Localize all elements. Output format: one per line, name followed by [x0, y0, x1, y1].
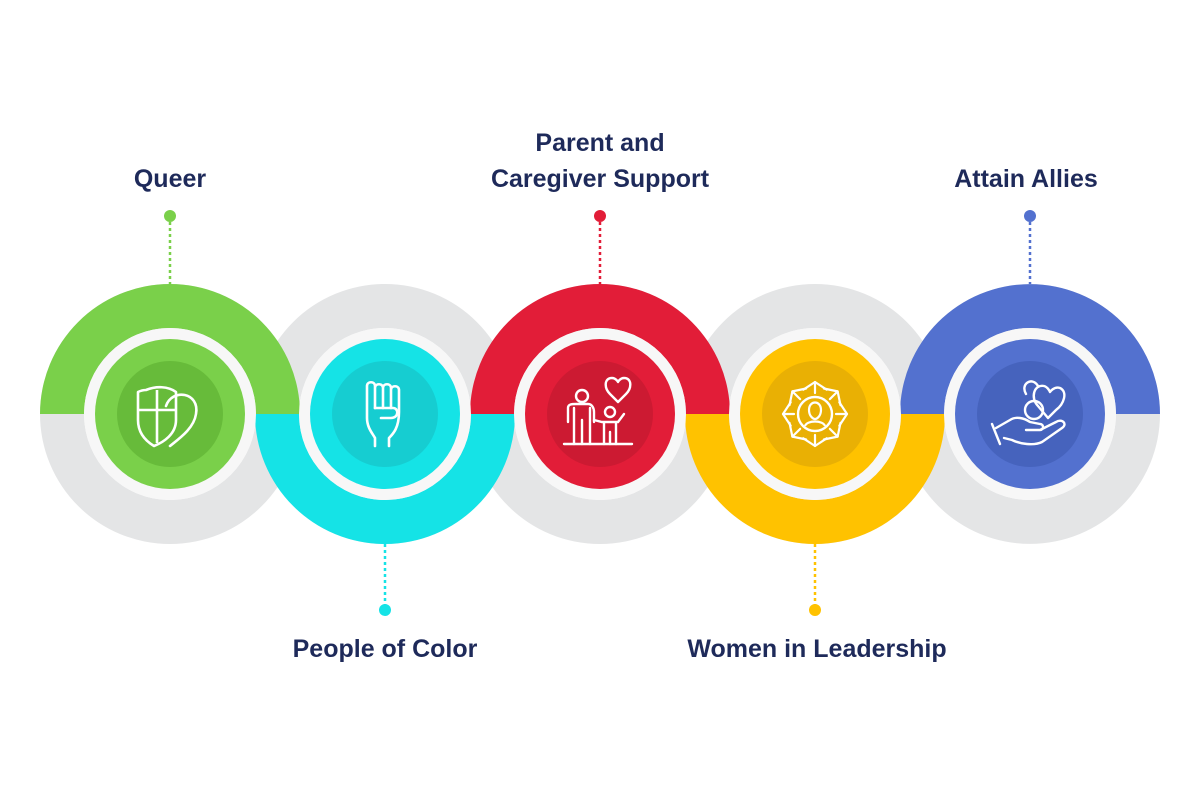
label-women-in-leadership: Women in Leadership — [687, 635, 947, 663]
icon-circles — [84, 328, 1116, 500]
ring-colored-attain_allies — [900, 284, 1160, 414]
label-parent-caregiver-support: Parent and Caregiver Support — [490, 129, 710, 193]
connector-dot-queer — [164, 210, 176, 222]
ring-gray-bottom-queer — [40, 414, 300, 544]
icon-backdrop-women_leadership — [762, 361, 868, 467]
raised-fist-icon — [365, 380, 401, 448]
ring-colored-queer — [40, 284, 300, 414]
icon-backdrop-attain_allies — [977, 361, 1083, 467]
label-connectors — [164, 210, 1036, 616]
connector-dot-attain_allies — [1024, 210, 1036, 222]
parent-child-heart-icon — [562, 376, 634, 446]
ring-colored-women_leadership — [685, 414, 945, 544]
label-queer: Queer — [133, 165, 207, 193]
heart-in-hand-icon — [990, 380, 1066, 446]
ring-colored-people_of_color — [255, 414, 515, 544]
connector-dot-people_of_color — [379, 604, 391, 616]
ring-gray-bottom-attain_allies — [900, 414, 1160, 544]
ring-gray-top-women_leadership — [685, 284, 945, 414]
ring-colored-parent_caregiver — [470, 284, 730, 414]
label-people-of-color: People of Color — [292, 635, 478, 663]
connector-dot-parent_caregiver — [594, 210, 606, 222]
icon-backdrop-queer — [117, 361, 223, 467]
woman-leader-arrows-icon — [781, 380, 849, 448]
connector-dot-women_leadership — [809, 604, 821, 616]
hearts-shield-icon — [136, 385, 198, 448]
ring-gray-bottom-parent_caregiver — [470, 414, 730, 544]
icon-backdrop-people_of_color — [332, 361, 438, 467]
ring-chain — [40, 284, 1160, 544]
icon-backdrop-parent_caregiver — [547, 361, 653, 467]
ring-gray-top-people_of_color — [255, 284, 515, 414]
label-attain-allies: Attain Allies — [954, 165, 1098, 193]
